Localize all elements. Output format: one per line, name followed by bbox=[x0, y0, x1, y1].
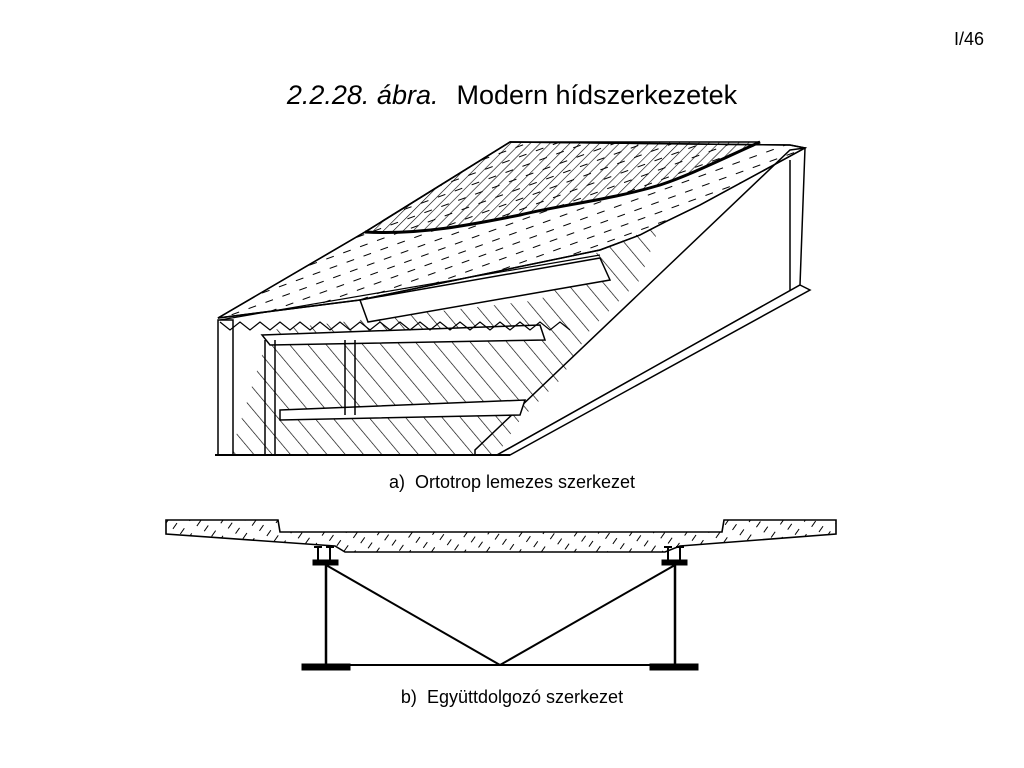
orthotropic-deck-drawing bbox=[215, 140, 812, 456]
caption-b-text: Együttdolgozó szerkezet bbox=[426, 687, 624, 707]
caption-b-letter: b) bbox=[400, 687, 417, 707]
figure-label: 2.2.28. ábra. bbox=[286, 80, 439, 110]
caption-a-letter: a) bbox=[388, 472, 405, 492]
figure-title: 2.2.28. ábra. Modern hídszerkezetek bbox=[0, 80, 1024, 111]
caption-a-text: Ortotrop lemezes szerkezet bbox=[414, 472, 636, 492]
page-number: I/46 bbox=[953, 29, 984, 49]
figure-title-text: Modern hídszerkezetek bbox=[456, 80, 738, 110]
caption-a: a) Ortotrop lemezes szerkezet bbox=[0, 472, 1024, 493]
caption-b: b) Együttdolgozó szerkezet bbox=[0, 687, 1024, 708]
composite-section-drawing bbox=[165, 519, 837, 671]
